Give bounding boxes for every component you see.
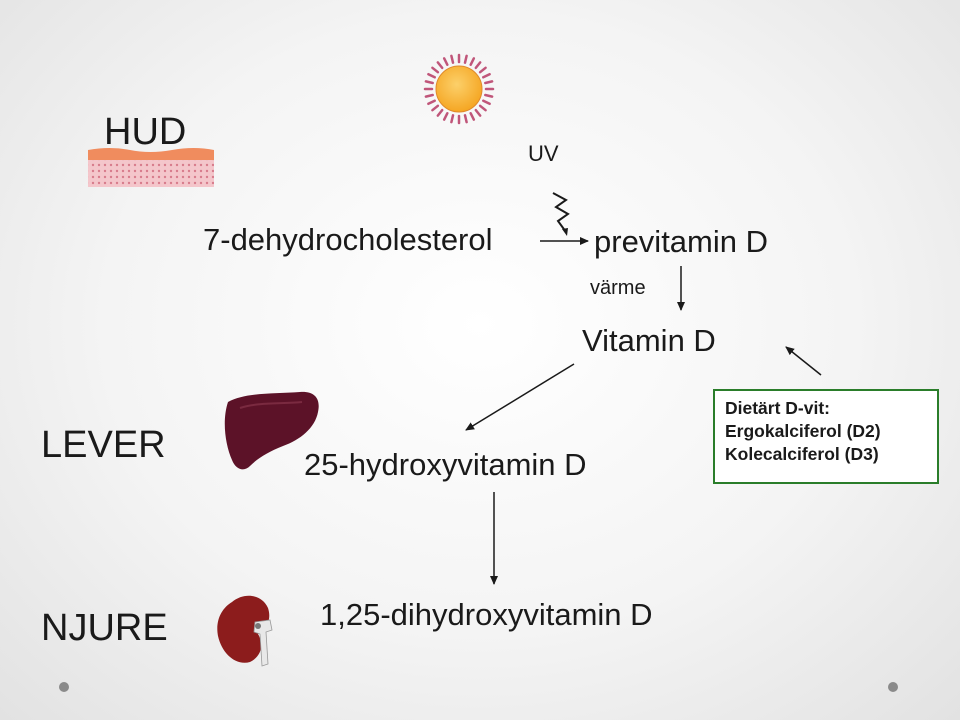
arrow-to-hydroxy xyxy=(465,363,575,431)
slide-dot-right xyxy=(888,682,898,692)
sun-ray xyxy=(484,93,494,98)
liver-highlight xyxy=(239,401,303,409)
sun-ray xyxy=(482,99,491,106)
arrow-diet-to-vitamin xyxy=(785,346,822,376)
dietary-vitamin-d-box: Dietärt D-vit: Ergokalciferol (D2) Kolec… xyxy=(713,389,939,484)
sun-ray xyxy=(463,54,468,64)
diet-box-line-d3: Kolecalciferol (D3) xyxy=(725,444,879,464)
sun-ray xyxy=(427,72,436,79)
uv-label: UV xyxy=(528,141,559,166)
diet-box-line-d2: Ergokalciferol (D2) xyxy=(725,421,881,441)
sun-ray xyxy=(427,99,436,106)
sun-ray xyxy=(469,112,476,121)
slide-dot-left xyxy=(59,682,69,692)
sun-ray xyxy=(431,66,440,74)
organ-label-kidney: NJURE xyxy=(41,607,168,649)
organ-label-skin: HUD xyxy=(104,111,187,153)
sun-ray xyxy=(478,66,487,74)
previtamin-label: previtamin D xyxy=(594,224,768,259)
sun-ray xyxy=(424,80,434,85)
sun-ray xyxy=(474,108,482,117)
sun-ray xyxy=(442,112,449,121)
precursor-label: 7-dehydrocholesterol xyxy=(203,222,493,257)
dihydroxy-label: 1,25-dihydroxyvitamin D xyxy=(320,597,653,632)
hydroxy-label: 25-hydroxyvitamin D xyxy=(304,447,587,482)
sun-ray xyxy=(450,114,455,124)
sun-ray xyxy=(450,54,455,64)
sun-ray xyxy=(436,61,444,70)
diet-box-title: Dietärt D-vit: xyxy=(725,398,831,418)
sun-ray xyxy=(474,61,482,70)
sun-ray xyxy=(436,108,444,117)
sun-ray xyxy=(424,93,434,98)
vitamin-d-label: Vitamin D xyxy=(582,323,716,358)
skin-layer-icon xyxy=(88,148,214,187)
sun-ray xyxy=(482,72,491,79)
uv-ray-arrowhead xyxy=(562,228,568,236)
liver-icon xyxy=(224,391,319,470)
kidney-icon xyxy=(217,595,273,667)
sun-ray xyxy=(463,114,468,124)
sun-ray xyxy=(469,57,476,66)
sun-ray xyxy=(431,104,440,112)
uv-ray-icon xyxy=(552,192,570,233)
sun-ray xyxy=(478,104,487,112)
sun-ray xyxy=(484,80,494,85)
organ-label-liver: LEVER xyxy=(41,424,166,466)
sun-icon xyxy=(423,53,495,125)
sun-ray xyxy=(442,57,449,66)
heat-label: värme xyxy=(590,277,646,299)
